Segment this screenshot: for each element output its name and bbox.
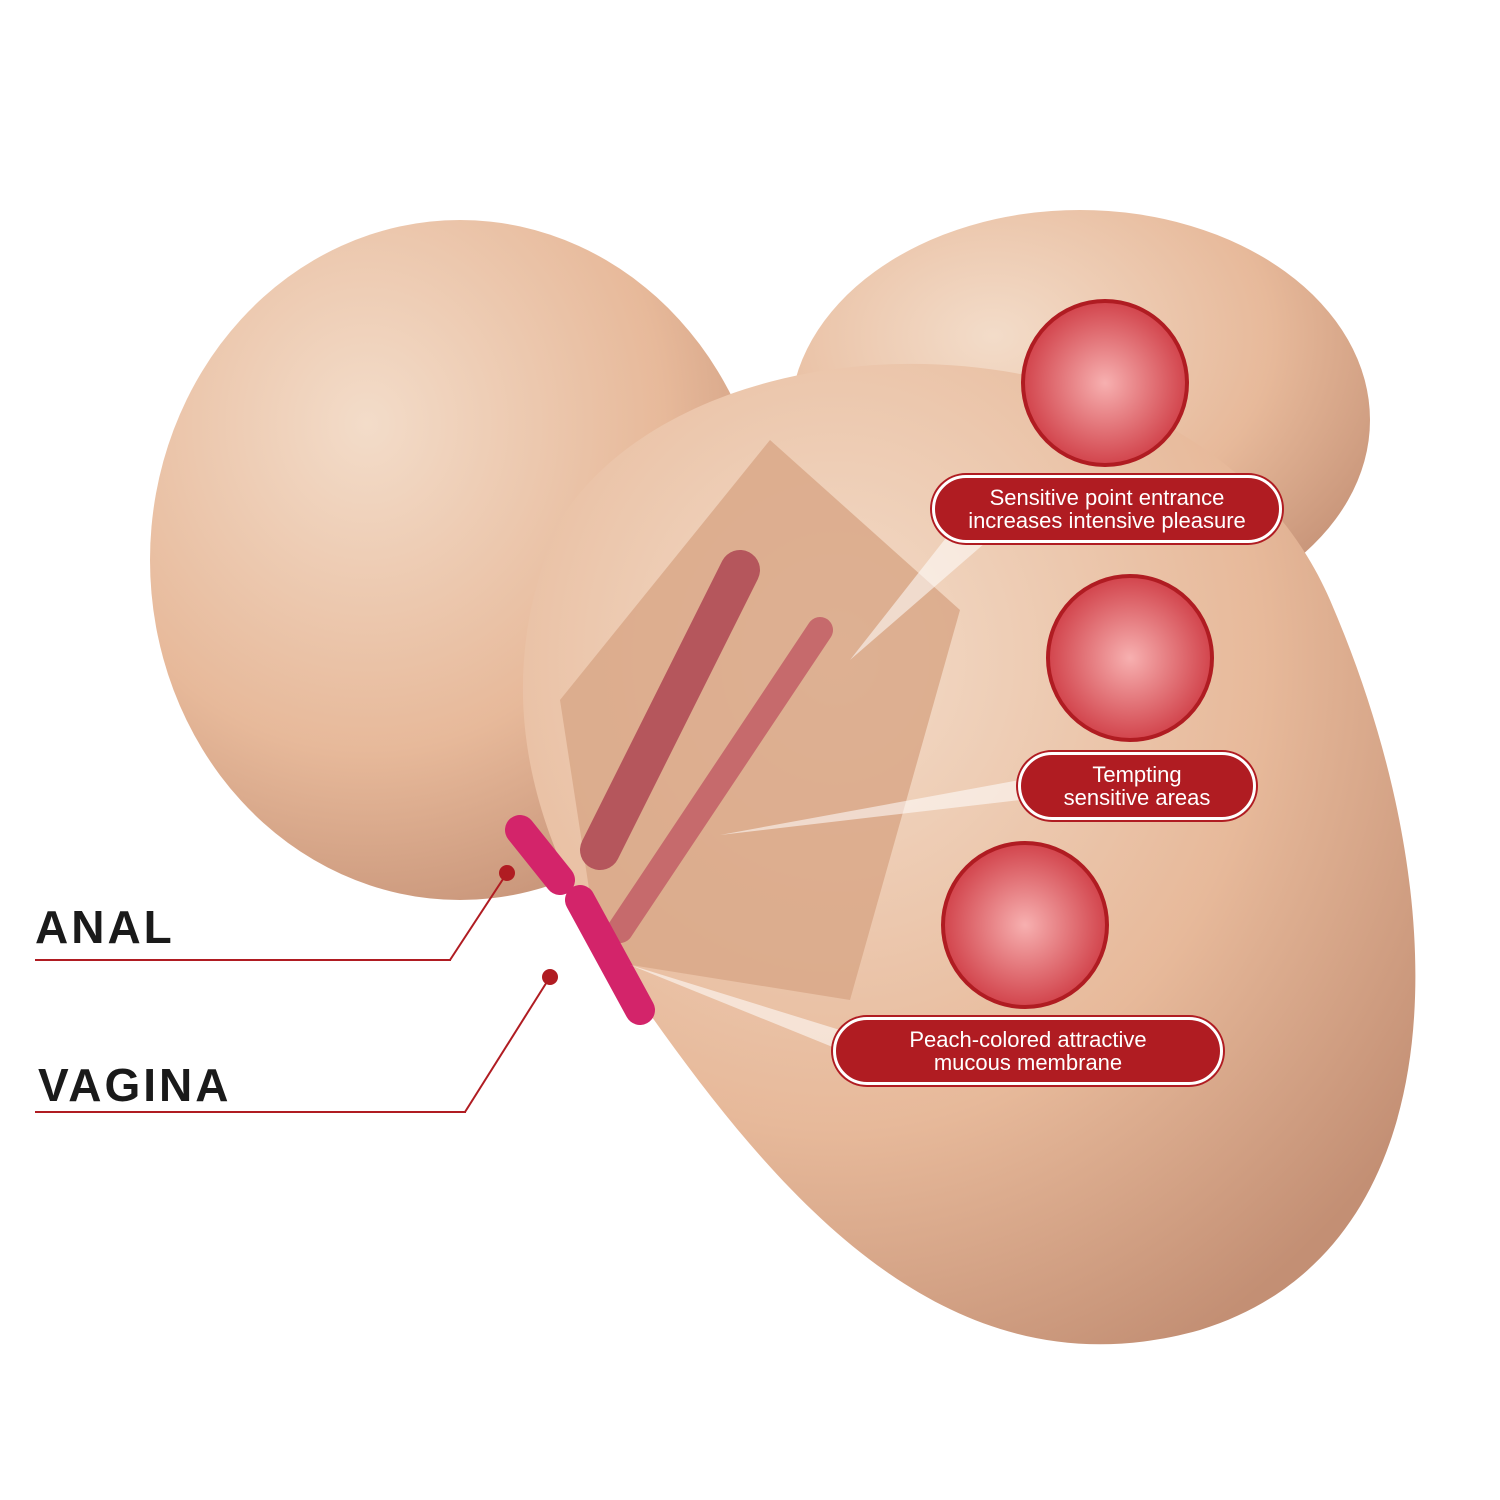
callout-line: Sensitive point entrance [989, 485, 1225, 510]
anal-underline [35, 959, 451, 961]
callout-line: sensitive areas [1063, 785, 1211, 810]
callout-sensitive-point: Sensitive point entrance increases inten… [932, 475, 1282, 543]
texture-circle-2 [1046, 574, 1214, 742]
callout-mucous-membrane: Peach-colored attractive mucous membrane [833, 1017, 1223, 1085]
leader-lines [449, 872, 551, 1113]
vagina-underline [35, 1111, 466, 1113]
vagina-marker-dot [542, 969, 558, 985]
callout-line: increases intensive pleasure [968, 508, 1246, 533]
callout-line: Tempting [1092, 762, 1182, 787]
callout-line: Peach-colored attractive [909, 1027, 1147, 1052]
vagina-label: VAGINA [38, 1059, 232, 1111]
callout-line: mucous membrane [933, 1050, 1123, 1075]
cutaway-view [505, 440, 960, 1025]
anal-marker-dot [499, 865, 515, 881]
callout-tempting-areas: Tempting sensitive areas [1018, 752, 1256, 820]
texture-circle-1 [1021, 299, 1189, 467]
callout-pointers [630, 520, 1020, 1050]
anal-label: ANAL [35, 901, 175, 953]
texture-circle-3 [941, 841, 1109, 1009]
